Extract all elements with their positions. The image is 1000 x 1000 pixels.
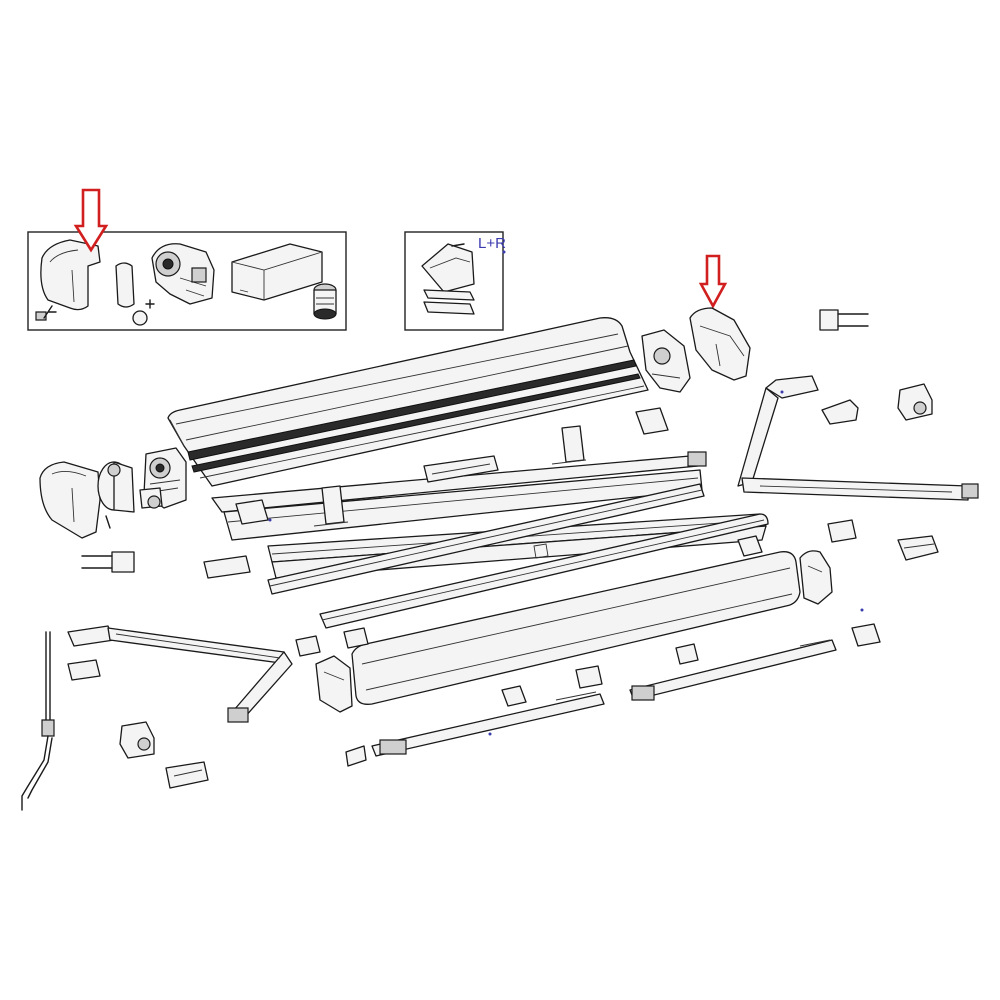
small-marker-center [533,543,549,559]
inset-rail-bars [423,289,475,315]
inset-connector [313,283,337,320]
awning-top-cassette [167,317,649,487]
cap-left-small [67,659,101,681]
down-arrow-icon [73,188,109,253]
right-gear-housing [641,329,691,393]
clip-right-upper [821,399,859,425]
cover-end-right [799,550,833,605]
wall-bracket-right-upper [897,383,933,421]
inset-lr-label: L+R [478,235,506,252]
left-coupling [139,487,163,509]
bracket-right-small [827,519,857,543]
clip-left-upper [235,499,269,525]
inset-control-box [231,243,323,301]
bottom-rail-right [629,639,837,701]
small-bracket-top-right [819,309,869,331]
bottom-rail-left [345,691,605,767]
clip-bottom-center [501,643,699,707]
hanger-left [313,485,349,527]
left-drive-drum [97,461,135,529]
connector-left [203,555,251,579]
small-bracket-left [81,551,135,573]
link-piece [423,455,499,483]
down-arrow-icon [698,254,728,309]
clip-mid-right [737,535,763,557]
inset-rail-bracket [421,243,475,293]
crank-handle [21,631,55,811]
lead-bar-middle [267,483,705,595]
left-end-cap [39,461,101,539]
clip-bottom-right [851,623,881,647]
arm-left [67,625,293,723]
clip-mid-lower [295,627,369,657]
hanger-top [551,425,587,465]
right-end-cap [689,307,751,381]
clip-center [635,407,669,435]
blue-dot-markers [268,250,864,736]
mount-plate-left [165,761,209,789]
arm-right [737,375,979,501]
inset-gear-motor [151,243,215,305]
front-cover-long [351,551,801,705]
wall-bracket-left-lower [119,721,155,759]
inset-bracket [115,262,155,326]
inset-box-right: L+R [404,231,506,331]
cover-end-left [315,655,353,713]
inset-box-left [27,231,347,331]
front-profile-lower [319,513,769,629]
inset-end-cap [35,239,101,321]
wall-bracket-right-lower [897,535,939,561]
